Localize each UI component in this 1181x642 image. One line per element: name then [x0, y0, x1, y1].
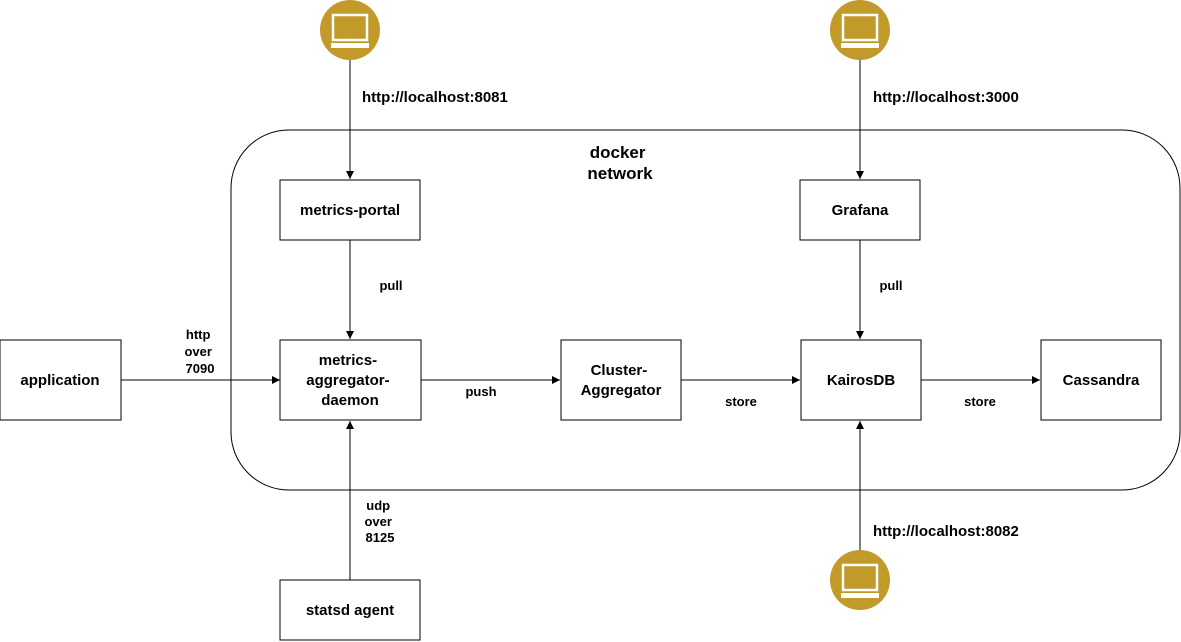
edge-label-push: push [465, 384, 496, 399]
node-statsd-agent-label: statsd agent [306, 602, 394, 619]
monitor-icon [830, 0, 890, 60]
node-grafana-label: Grafana [832, 202, 889, 219]
url-label-grafana: http://localhost:3000 [873, 89, 1019, 106]
node-kairosdb: KairosDB [800, 339, 922, 421]
url-label-portal: http://localhost:8081 [362, 89, 508, 106]
url-label-kairosdb: http://localhost:8082 [873, 523, 1019, 540]
node-statsd-agent: statsd agent [279, 579, 421, 641]
monitor-icon [320, 0, 380, 60]
node-cassandra: Cassandra [1040, 339, 1162, 421]
node-metrics-portal-label: metrics-portal [300, 202, 400, 219]
node-metrics-aggregator-daemon: metrics- aggregator- daemon [279, 339, 422, 421]
edge-label-store-kairosdb: store [725, 394, 757, 409]
node-grafana: Grafana [799, 179, 921, 241]
docker-network-boundary [230, 129, 1181, 491]
edge-label-pull-portal: pull [379, 278, 402, 293]
node-metrics-portal: metrics-portal [279, 179, 421, 241]
docker-network-group: docker network [230, 129, 1181, 491]
docker-network-label: docker network [587, 143, 653, 183]
edge-label-store-cassandra: store [964, 394, 996, 409]
node-metrics-aggregator-daemon-label: metrics- aggregator- daemon [306, 352, 394, 409]
node-application: application [0, 339, 122, 421]
monitor-icon [830, 550, 890, 610]
node-cluster-aggregator-label: Cluster- Aggregator [581, 362, 662, 399]
node-cluster-aggregator: Cluster- Aggregator [560, 339, 682, 421]
edge-label-http-over-7090: http over 7090 [184, 327, 215, 376]
node-kairosdb-label: KairosDB [827, 372, 896, 389]
node-cassandra-label: Cassandra [1063, 372, 1140, 389]
edge-label-pull-grafana: pull [879, 278, 902, 293]
node-application-label: application [20, 372, 99, 389]
edge-label-udp-over-8125: udp over 8125 [364, 498, 395, 545]
